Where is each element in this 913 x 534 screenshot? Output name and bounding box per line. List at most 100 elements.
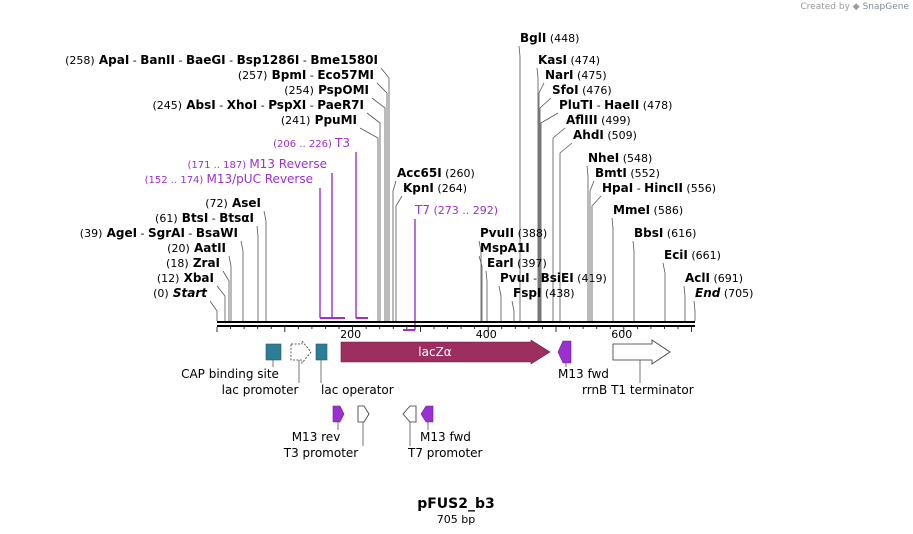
- cut-position: (705): [720, 287, 753, 300]
- enzyme-name: BsaWI: [196, 226, 238, 240]
- cut-position: -: [129, 54, 140, 67]
- t7-promoter-arrow: [402, 405, 417, 423]
- enzyme-name: Bsp1286I: [237, 53, 300, 67]
- enzyme-name: Start: [169, 286, 209, 300]
- enzyme-name: ZraI: [189, 256, 220, 270]
- enzyme-name: BpmI: [267, 68, 306, 82]
- site-leader-line: [539, 97, 552, 321]
- site-leader-line: [611, 217, 614, 321]
- cut-position: (548): [619, 152, 652, 165]
- enzyme-name: SgrAI: [148, 226, 185, 240]
- enzyme-name: AbsI: [182, 98, 216, 112]
- enzyme-name: BanII: [140, 53, 175, 67]
- site-label: KasI (474): [538, 53, 600, 67]
- cut-position: (616): [663, 227, 696, 240]
- primer-label: (206 .. 226) T3: [273, 136, 350, 150]
- primer-name: M13/pUC Reverse: [207, 172, 314, 186]
- primer-name: T3: [334, 136, 350, 150]
- cut-position: (475): [574, 69, 607, 82]
- site-label: KpnI (264): [403, 181, 467, 195]
- cut-position: (661): [688, 249, 721, 262]
- site-leader-line: [536, 67, 539, 321]
- enzyme-name: AhdI: [573, 128, 604, 142]
- feature-label: CAP binding site: [181, 367, 279, 381]
- site-label: PvuI - BsiEI (419): [500, 271, 607, 285]
- primer-name: M13 Reverse: [249, 157, 327, 171]
- site-leader-line: [395, 195, 403, 321]
- site-leader-line: [518, 45, 521, 321]
- cut-position: (499): [598, 114, 631, 127]
- enzyme-name: XbaI: [179, 271, 214, 285]
- cut-position: -: [185, 227, 196, 240]
- site-label: MmeI (586): [613, 203, 683, 217]
- site-leader-line: [366, 112, 381, 321]
- enzyme-name: BglI: [520, 31, 546, 45]
- cut-position: (18): [166, 257, 189, 270]
- site-leader-line: [552, 127, 566, 321]
- snapgene-logo-icon: ◆: [852, 2, 860, 12]
- enzyme-name: AflIII: [566, 113, 598, 127]
- site-label: PvuII (388): [480, 226, 547, 240]
- cut-position: (419): [574, 272, 607, 285]
- site-label: EarI (397): [487, 256, 547, 270]
- cut-position: (476): [579, 84, 612, 97]
- enzyme-name: PvuI: [500, 271, 530, 285]
- cut-position: (478): [639, 99, 672, 112]
- enzyme-name: BaeGI: [186, 53, 226, 67]
- enzyme-name: EciI: [664, 248, 688, 262]
- site-label: FspI (438): [513, 286, 574, 300]
- feature-label: rrnB T1 terminator: [582, 383, 694, 397]
- cut-position: (691): [710, 272, 743, 285]
- map-title: pFUS2_b3: [417, 496, 495, 512]
- feature-label: M13 fwd: [558, 367, 609, 381]
- primer-label: T7 (273 .. 292): [414, 203, 498, 217]
- cut-position: (245): [153, 99, 183, 112]
- site-leader-line: [632, 240, 635, 321]
- feature-label: M13 fwd: [420, 430, 471, 444]
- rrnb-terminator-arrow: [612, 339, 671, 365]
- enzyme-name: PspOMI: [314, 83, 369, 97]
- cut-position: -: [299, 54, 310, 67]
- primers: (206 .. 226) T3(171 .. 187) M13 Reverse(…: [145, 136, 498, 331]
- site-leader-line: [559, 142, 573, 321]
- enzyme-name: XhoI: [227, 98, 258, 112]
- enzyme-name: NheI: [588, 151, 619, 165]
- cut-position: -: [306, 69, 317, 82]
- site-leader-line: [693, 300, 696, 321]
- site-label: BmtI (552): [595, 166, 660, 180]
- restriction-sites: (258) ApaI - BanII - BaeGI - Bsp1286I - …: [65, 31, 753, 321]
- site-leader-line: [256, 225, 259, 321]
- site-label: (254) PspOMI: [284, 83, 369, 97]
- site-label: BbsI (616): [634, 226, 696, 240]
- site-label: (72) AseI: [205, 196, 261, 210]
- cut-position: (388): [514, 227, 547, 240]
- site-leader-line: [263, 210, 267, 321]
- site-label: (39) AgeI - SgrAI - BsaWI: [80, 226, 238, 240]
- site-leader-line: [498, 285, 502, 321]
- cut-position: -: [175, 54, 186, 67]
- site-label: NarI (475): [545, 68, 607, 82]
- cut-position: (448): [546, 32, 579, 45]
- sequence-length: 705 bp: [437, 513, 475, 526]
- enzyme-name: Eco57MI: [317, 68, 374, 82]
- cut-position: (257): [238, 69, 268, 82]
- enzyme-name: End: [695, 286, 721, 300]
- site-leader-line: [662, 262, 666, 321]
- lacZa-arrow: [340, 339, 551, 365]
- site-leader-line: [478, 255, 483, 321]
- site-leader-line: [376, 82, 388, 321]
- primer-name: T7: [414, 203, 430, 217]
- enzyme-name: BbsI: [634, 226, 663, 240]
- enzyme-name: SfoI: [552, 83, 579, 97]
- site-leader-line: [380, 67, 390, 321]
- enzyme-name: PluTI: [559, 98, 593, 112]
- cut-position: -: [593, 99, 604, 112]
- cut-position: -: [226, 54, 237, 67]
- enzyme-name: MmeI: [613, 203, 650, 217]
- ruler-tick-label: 400: [476, 328, 497, 341]
- cap-binding-site-box: [265, 343, 282, 361]
- feature-label: M13 rev: [292, 430, 341, 444]
- site-leader-line: [538, 82, 545, 321]
- enzyme-name: ApaI: [95, 53, 130, 67]
